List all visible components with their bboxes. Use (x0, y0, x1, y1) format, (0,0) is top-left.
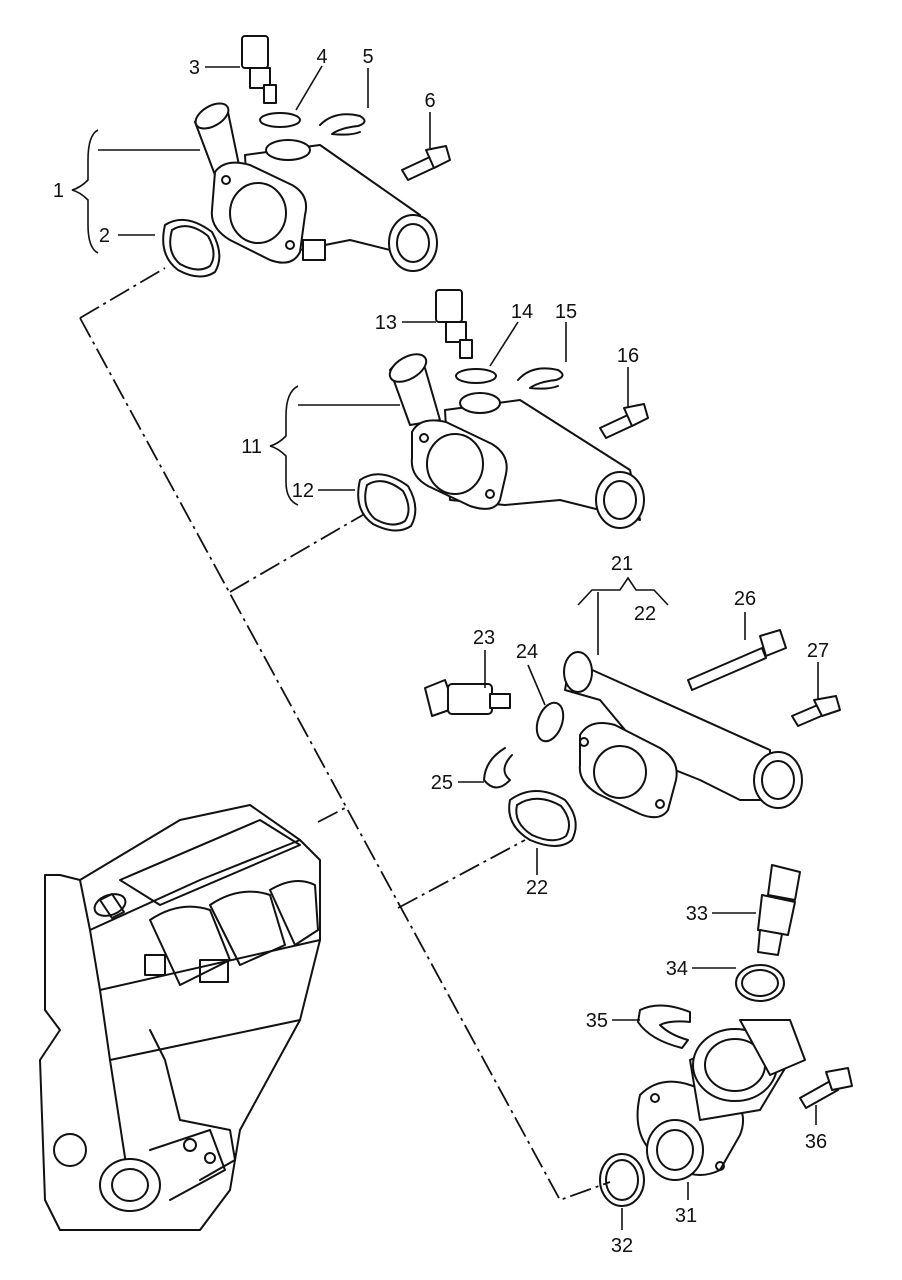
label-26: 26 (734, 588, 756, 610)
o-ring-24 (535, 701, 565, 743)
label-31: 31 (675, 1205, 697, 1227)
engine-block (39, 804, 321, 1231)
label-12: 12 (292, 480, 314, 502)
o-ring-4 (259, 112, 301, 128)
coolant-flange-upper (71, 35, 451, 278)
stud-bolt-6 (401, 145, 451, 181)
thermostat-housing (599, 864, 853, 1230)
coolant-flange-highlighted (269, 289, 649, 532)
retaining-clip-25 (483, 747, 513, 789)
label-24: 24 (516, 641, 538, 663)
label-36: 36 (805, 1131, 827, 1153)
temperature-sensor-13 (435, 289, 473, 359)
label-22-a: 22 (634, 603, 656, 625)
label-15: 15 (555, 301, 577, 323)
label-5: 5 (362, 46, 373, 68)
temperature-sensor-33 (757, 864, 801, 956)
label-23: 23 (473, 627, 495, 649)
label-34: 34 (666, 958, 688, 980)
label-21: 21 (611, 553, 633, 575)
label-11: 11 (241, 436, 262, 458)
stud-bolt-16 (599, 403, 649, 439)
label-32: 32 (611, 1235, 633, 1257)
retaining-clip-35 (637, 1004, 691, 1049)
stud-bolt-27 (791, 695, 841, 727)
label-6: 6 (424, 90, 435, 112)
callout-labels: 3 4 5 6 1 2 13 14 15 16 11 12 21 22 26 2… (53, 46, 829, 1257)
label-25: 25 (431, 772, 453, 794)
label-35: 35 (586, 1010, 608, 1032)
o-ring-34 (735, 964, 785, 1002)
label-33: 33 (686, 903, 708, 925)
label-16: 16 (617, 345, 639, 367)
label-4: 4 (316, 46, 327, 68)
label-3: 3 (189, 57, 200, 79)
retaining-clip-5 (319, 113, 366, 136)
coolant-t-pipe (424, 576, 841, 875)
bolt-26 (687, 629, 787, 691)
label-22-b: 22 (526, 877, 548, 899)
label-2: 2 (99, 225, 110, 247)
label-1: 1 (53, 180, 64, 202)
retaining-clip-15 (517, 367, 564, 390)
temperature-sensor-3 (241, 35, 277, 104)
o-ring-14 (455, 368, 497, 384)
bolt-36 (799, 1067, 853, 1109)
label-13: 13 (375, 312, 397, 334)
label-27: 27 (807, 640, 829, 662)
temperature-sensor-23 (424, 679, 511, 717)
o-ring-32 (599, 1153, 645, 1207)
leader-lines (79, 267, 611, 1202)
label-14: 14 (511, 301, 533, 323)
